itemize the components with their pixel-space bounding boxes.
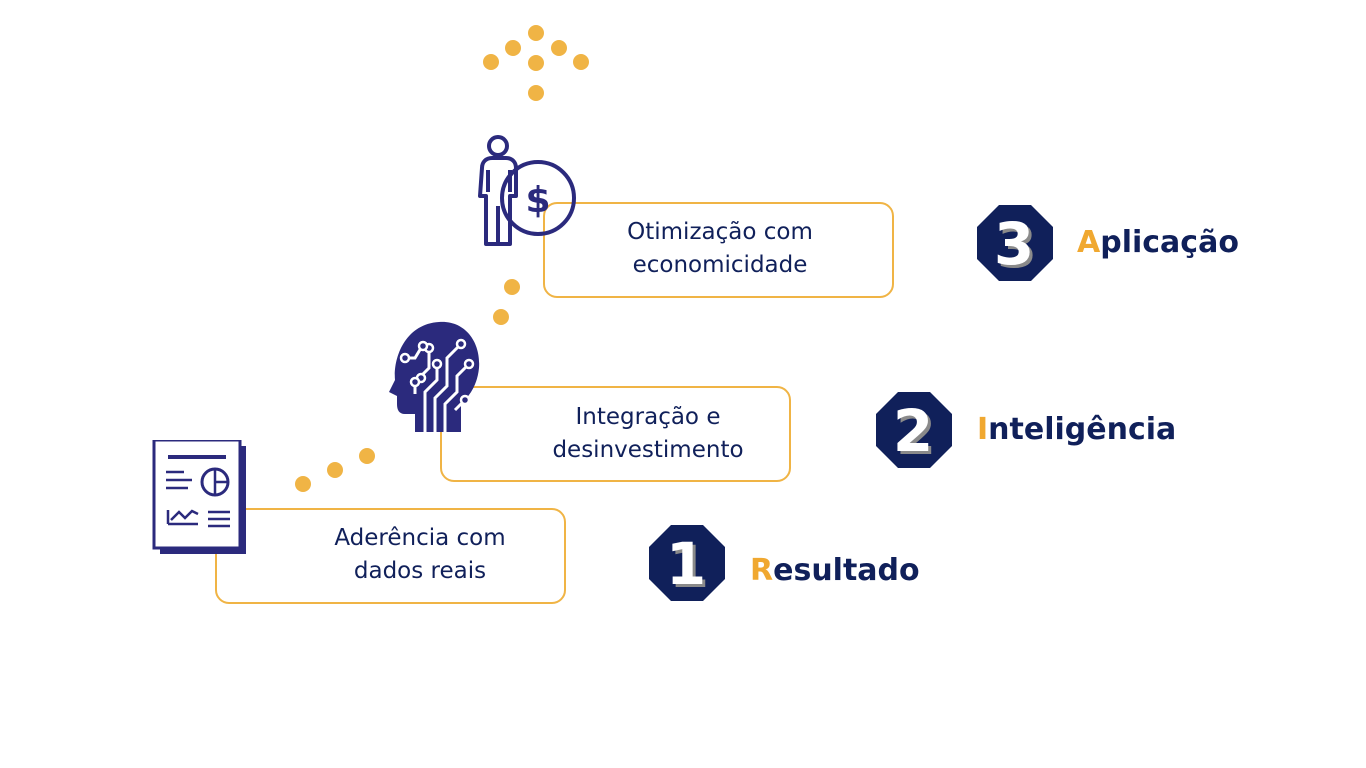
step-2-level-label: Inteligência xyxy=(977,412,1176,448)
step-3-line-1: Otimização com xyxy=(627,219,813,245)
connector-dot xyxy=(295,476,311,492)
step-2-box xyxy=(440,386,791,482)
arrow-dot xyxy=(528,85,544,101)
step-2-level-rest: nteligência xyxy=(988,412,1177,447)
step-3-text: Otimização com economicidade xyxy=(592,216,848,282)
step-3-level-rest: plicação xyxy=(1100,225,1239,260)
arrow-dot xyxy=(528,25,544,41)
connector-dot xyxy=(359,448,375,464)
step-3-level-initial: A xyxy=(1077,225,1101,260)
arrow-dot xyxy=(483,54,499,70)
step-3-line-2: economicidade xyxy=(632,252,808,278)
step-2-number-badge: 2 2 xyxy=(876,392,952,468)
arrow-dot xyxy=(528,55,544,71)
step-3-number-badge: 3 3 xyxy=(977,205,1053,281)
report-chart-icon xyxy=(152,438,248,556)
step-2-level-initial: I xyxy=(977,412,989,447)
step-2-line-2: desinvestimento xyxy=(552,437,744,463)
step-1-line-1: Aderência com xyxy=(334,525,506,551)
connector-dot xyxy=(504,279,520,295)
connector-dot xyxy=(327,462,343,478)
step-1-number: 1 xyxy=(669,533,709,601)
step-3-box xyxy=(543,202,894,298)
ai-head-circuit-icon xyxy=(385,318,481,434)
step-1-number-front: 1 xyxy=(666,530,706,598)
step-2-number: 2 xyxy=(896,400,936,468)
step-1-level-rest: esultado xyxy=(773,553,920,588)
step-2-text: Integração e desinvestimento xyxy=(520,401,776,467)
step-1-line-2: dados reais xyxy=(353,558,487,584)
arrow-dot xyxy=(505,40,521,56)
step-1-level-initial: R xyxy=(750,553,774,588)
step-2-number-front: 2 xyxy=(893,397,933,465)
step-1-level-label: Resultado xyxy=(750,553,920,589)
step-3-number: 3 xyxy=(997,213,1037,281)
connector-dot xyxy=(493,309,509,325)
step-2-line-1: Integração e xyxy=(575,404,721,430)
svg-text:$: $ xyxy=(525,180,550,221)
person-dollar-icon: $ xyxy=(476,134,576,250)
step-1-box xyxy=(215,508,566,604)
step-1-number-badge: 1 1 xyxy=(649,525,725,601)
step-1-text: Aderência com dados reais xyxy=(292,522,548,588)
step-3-level-label: Aplicação xyxy=(1077,225,1239,261)
arrow-dot xyxy=(551,40,567,56)
arrow-dot xyxy=(573,54,589,70)
step-3-number-front: 3 xyxy=(994,210,1034,278)
